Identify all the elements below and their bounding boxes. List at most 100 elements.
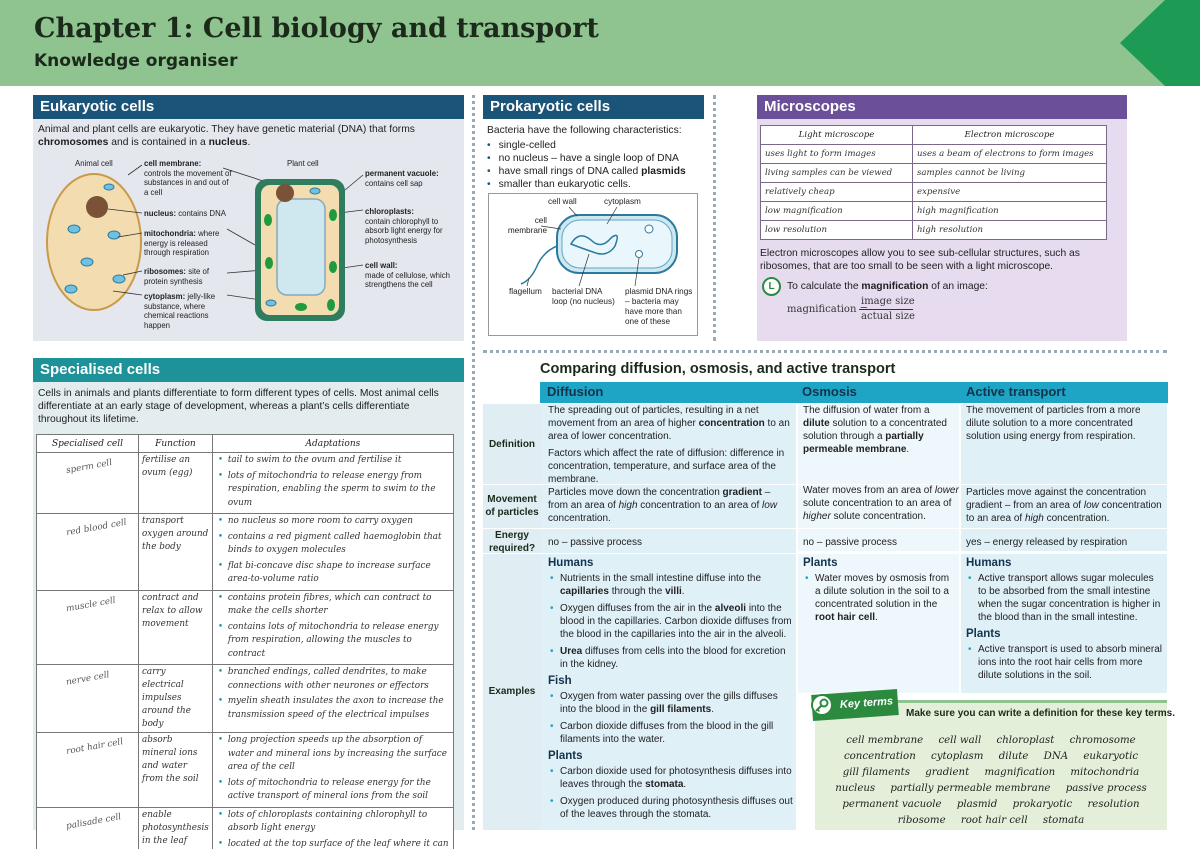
- list-item: Carbon dioxide used for photosynthesis d…: [548, 765, 794, 791]
- list-item: have small rings of DNA called plasmids: [487, 165, 704, 178]
- prokaryotic-panel: Prokaryotic cells Bacteria have the foll…: [483, 95, 704, 341]
- definition-active-transport: The movement of particles from a more di…: [966, 405, 1141, 442]
- cell-type-label: palisade cell: [65, 811, 123, 832]
- cell-wall-label: cell wall:made of cellulose, which stren…: [365, 261, 450, 289]
- key-term: gill filaments: [842, 767, 910, 778]
- cell-name: red blood cell: [36, 513, 139, 591]
- row-label-definition: Definition: [483, 404, 541, 484]
- key-terms-note: Make sure you can write a definition for…: [906, 708, 1175, 719]
- cell-adaptations: no nucleus so more room to carry oxygenc…: [211, 513, 455, 591]
- table-cell: high resolution: [912, 220, 1107, 240]
- plant-cell-diagram: [255, 179, 345, 321]
- cell-function: contract and relax to allow movement: [138, 589, 213, 665]
- key-terms-panel: [815, 700, 1167, 830]
- comparing-header-bar: Diffusion Osmosis Active transport: [540, 382, 1168, 403]
- table-header: Light microscope Electron microscope: [760, 125, 1107, 145]
- key-term: permanent vacuole: [842, 799, 942, 810]
- definition-osmosis: The diffusion of water from a dilute sol…: [803, 405, 947, 455]
- comparing-title: Comparing diffusion, osmosis, and active…: [540, 361, 896, 377]
- ribosomes-label: ribosomes: site of protein synthesis: [144, 267, 209, 286]
- examples-diffusion: Humans Nutrients in the small intestine …: [548, 555, 794, 825]
- cell-function: enable photosynthesis in the leaf: [138, 806, 213, 849]
- table-row: palisade cell enable photosynthesis in th…: [36, 806, 455, 849]
- flagellum-label: flagellum: [509, 287, 542, 296]
- cytoplasm-label: cytoplasm: jelly-like substance, where c…: [144, 292, 216, 330]
- page-subtitle: Knowledge organiser: [34, 51, 238, 71]
- cell-membrane-label: cell membrane: [507, 216, 547, 235]
- bacterium-diagram-frame: cell wall cytoplasm cell membrane flagel…: [488, 193, 698, 336]
- cell-name: muscle cell: [36, 589, 139, 665]
- microscope-table: Light microscope Electron microscope use…: [760, 125, 1107, 240]
- key-term: stomata: [1042, 815, 1085, 826]
- list-item: Active transport allows sugar molecules …: [966, 572, 1164, 624]
- cell-function: transport oxygen around the body: [138, 513, 213, 591]
- list-item: smaller than eukaryotic cells.: [487, 178, 704, 191]
- table-cell: uses a beam of electrons to form images: [912, 144, 1107, 164]
- list-item: located at the top surface of the leaf w…: [216, 838, 450, 849]
- specialised-cells-panel: Specialised cells Cells in animals and p…: [33, 358, 464, 849]
- list-item: tail to swim to the ovum and fertilise i…: [216, 454, 450, 468]
- cell-type-label: root hair cell: [65, 737, 124, 757]
- table-cell: expensive: [912, 182, 1107, 202]
- key-term: concentration: [843, 751, 916, 762]
- list-item: Oxygen from water passing over the gills…: [548, 690, 794, 716]
- table-cell: samples cannot be living: [912, 163, 1107, 183]
- eukaryotic-panel: Eukaryotic cells Animal and plant cells …: [33, 95, 464, 341]
- key-term: DNA: [1043, 751, 1069, 762]
- table-cell: living samples can be viewed: [760, 163, 913, 183]
- key-term: gradient: [925, 767, 970, 778]
- prokaryotic-list: single-celled no nucleus – have a single…: [483, 139, 704, 191]
- key-terms-list: cell membrane cell wall chloroplast chro…: [820, 733, 1162, 829]
- movement-diffusion: Particles move down the concentration gr…: [548, 487, 778, 524]
- learning-badge-icon: L: [762, 277, 781, 296]
- vacuole-label: permanent vacuole:contains cell sap: [365, 169, 439, 188]
- list-item: Carbon dioxide diffuses from the blood i…: [548, 720, 794, 746]
- list-item: long projection speeds up the absorption…: [216, 734, 450, 775]
- cell-membrane-label: cell membrane:controls the movement of s…: [144, 159, 232, 197]
- cytoplasm-label: cytoplasm: [604, 197, 641, 206]
- key-term: ribosome: [897, 815, 946, 826]
- key-term: partially permeable membrane: [890, 783, 1051, 794]
- movement-osmosis: Water moves from an area of lower solute…: [803, 485, 959, 522]
- list-item: Urea diffuses from cells into the blood …: [548, 645, 794, 671]
- list-item: lots of mitochondria to release energy f…: [216, 470, 450, 511]
- list-item: Active transport is used to absorb miner…: [966, 643, 1164, 682]
- cell-function: fertilise an ovum (egg): [138, 452, 213, 514]
- cell-type-label: red blood cell: [65, 517, 128, 539]
- list-item: single-celled: [487, 139, 704, 152]
- nucleus-label: nucleus: contains DNA: [144, 209, 226, 218]
- calculation-intro: To calculate the magnification of an ima…: [787, 281, 988, 292]
- energy-active-transport: yes – energy released by respiration: [966, 537, 1128, 548]
- row-label-energy: Energy required?: [483, 529, 541, 554]
- table-cell: relatively cheap: [760, 182, 913, 202]
- key-term: chromosome: [1069, 735, 1136, 746]
- page-title: Chapter 1: Cell biology and transport: [34, 13, 599, 44]
- cell-adaptations: branched endings, called dendrites, to m…: [211, 664, 455, 733]
- key-term: chloroplast: [996, 735, 1055, 746]
- plasmid-dna-label: plasmid DNA rings – bacteria may have mo…: [625, 287, 693, 326]
- key-term: magnification: [984, 767, 1056, 778]
- prokaryotic-title: Prokaryotic cells: [483, 95, 704, 119]
- list-item: contains protein fibres, which can contr…: [216, 592, 450, 619]
- cell-name: root hair cell: [36, 732, 139, 808]
- bacterium-diagram: [520, 206, 678, 287]
- table-cell: uses light to form images: [760, 144, 913, 164]
- table-row: red blood cell transport oxygen around th…: [36, 513, 455, 591]
- divider: [713, 95, 716, 341]
- cell-adaptations: tail to swim to the ovum and fertilise i…: [211, 452, 455, 514]
- key-term: nucleus: [835, 783, 876, 794]
- table-header: Specialised cell Function Adaptations: [36, 434, 455, 453]
- prokaryotic-intro: Bacteria have the following characterist…: [487, 125, 682, 136]
- chevron-right-icon: [1120, 0, 1200, 86]
- list-item: lots of mitochondria to release energy f…: [216, 777, 450, 804]
- cell-name: nerve cell: [36, 664, 139, 733]
- cell-adaptations: long projection speeds up the absorption…: [211, 732, 455, 808]
- key-term: eukaryotic: [1083, 751, 1139, 762]
- specialised-cells-table: Specialised cell Function Adaptations sp…: [36, 434, 455, 849]
